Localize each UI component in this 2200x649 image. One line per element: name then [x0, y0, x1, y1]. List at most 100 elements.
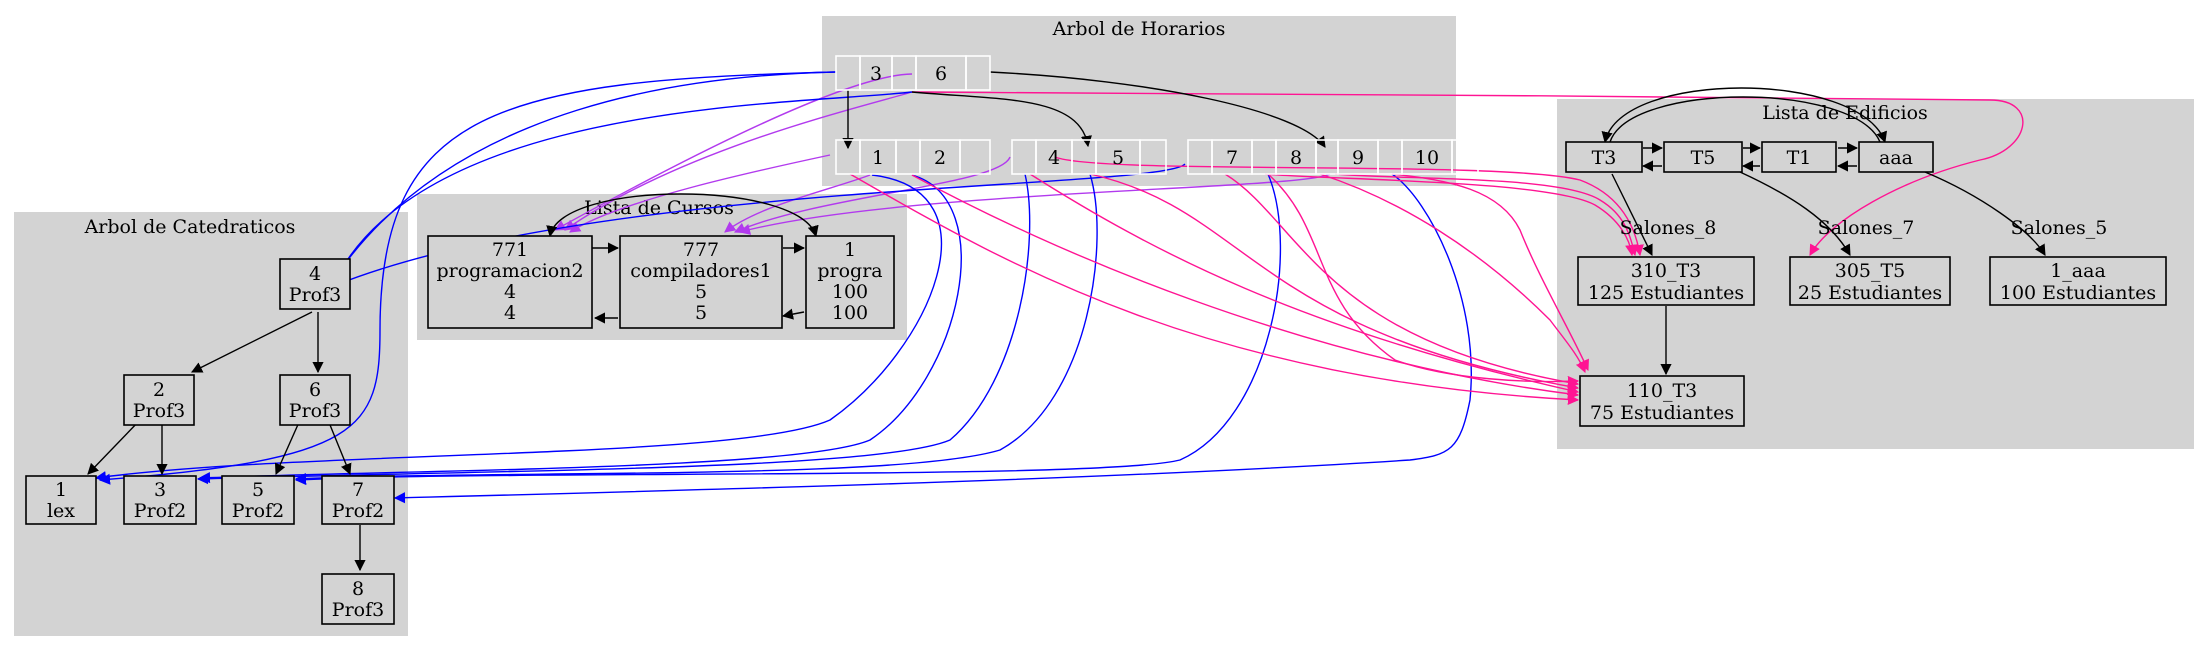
catedratico-name: Prof3 — [332, 599, 384, 621]
catedratico-name: lex — [47, 500, 75, 522]
horario-node-left: 1 2 — [835, 139, 991, 175]
edge-blue — [98, 71, 837, 485]
salon-node: 305_T5 25 Estudiantes — [1789, 256, 1951, 306]
catedratico-id: 3 — [154, 479, 166, 501]
catedratico-node: 6 Prof3 — [279, 374, 351, 426]
catedratico-node: 1 lex — [25, 475, 97, 525]
curso-node: 777 compiladores1 5 5 — [619, 235, 783, 329]
edge-pink — [1054, 156, 1644, 257]
horario-key-9: 9 — [1352, 147, 1364, 169]
curso-node: 771 programacion2 4 4 — [427, 235, 593, 329]
horario-key-3: 3 — [870, 63, 882, 85]
edificio-name: T1 — [1787, 147, 1812, 169]
catedratico-id: 7 — [352, 479, 364, 501]
edificio-node: T1 — [1761, 141, 1837, 173]
edificio-node: aaa — [1858, 141, 1934, 173]
curso-name: programacion2 — [436, 260, 583, 282]
catedratico-name: Prof2 — [332, 500, 384, 522]
salon-name: 1_aaa — [2050, 260, 2106, 282]
curso-value-a: 4 — [504, 281, 516, 303]
catedratico-id: 5 — [252, 479, 264, 501]
curso-code: 1 — [844, 239, 856, 261]
catedratico-id: 6 — [309, 379, 321, 401]
salon-name: 310_T3 — [1631, 260, 1702, 282]
edificio-name: T3 — [1592, 147, 1617, 169]
catedratico-id: 2 — [153, 379, 165, 401]
curso-name: compiladores1 — [630, 260, 772, 282]
curso-value-a: 5 — [695, 281, 707, 303]
catedratico-name: Prof3 — [289, 284, 341, 306]
cluster-catedraticos-title: Arbol de Catedraticos — [84, 216, 296, 238]
salon-node: 310_T3 125 Estudiantes — [1577, 256, 1755, 306]
catedratico-node: 7 Prof2 — [321, 475, 395, 525]
edge-blue — [294, 173, 1282, 486]
catedratico-name: Prof2 — [134, 500, 186, 522]
edge-blue — [294, 173, 1098, 485]
edge-pink — [1224, 173, 1580, 388]
edge-pink — [1319, 173, 1587, 374]
catedratico-name: Prof3 — [133, 400, 185, 422]
salon-node: 1_aaa 100 Estudiantes — [1989, 256, 2167, 306]
edge-pink — [911, 91, 2024, 256]
curso-value-b: 100 — [832, 302, 868, 324]
salon-capacity: 125 Estudiantes — [1588, 282, 1744, 304]
edificio-name: aaa — [1879, 147, 1913, 169]
edges-schedule-to-teacher — [94, 71, 1472, 504]
edge-pink — [1334, 173, 1638, 257]
cluster-cursos-title: Lista de Cursos — [584, 197, 734, 219]
catedratico-node: 3 Prof2 — [123, 475, 197, 525]
edge-blue — [196, 173, 1031, 485]
edge-label-salones-7: Salones_7 — [1818, 217, 1915, 239]
horario-key-5: 5 — [1112, 147, 1124, 169]
cluster-horarios-title: Arbol de Horarios — [1052, 18, 1226, 40]
horario-key-8: 8 — [1290, 147, 1302, 169]
salon-node: 110_T3 75 Estudiantes — [1579, 375, 1745, 427]
curso-value-b: 5 — [695, 302, 707, 324]
edificio-node: T5 — [1663, 141, 1743, 173]
horario-key-6: 6 — [935, 63, 947, 85]
edges-structure — [87, 71, 2046, 572]
curso-code: 777 — [683, 239, 719, 261]
curso-value-a: 100 — [832, 281, 868, 303]
edge-pink — [1391, 173, 1589, 372]
edge-pink — [911, 174, 1580, 400]
cluster-horarios: Arbol de Horarios — [822, 16, 1456, 186]
horario-node-mid: 4 5 — [1011, 139, 1167, 175]
curso-name: progra — [817, 260, 882, 282]
edificio-node: T3 — [1565, 141, 1643, 173]
edge-blue — [393, 173, 1472, 504]
salon-capacity: 100 Estudiantes — [2000, 282, 2156, 304]
salon-capacity: 75 Estudiantes — [1590, 402, 1734, 424]
horario-key-2: 2 — [934, 147, 946, 169]
edge-pink — [1089, 173, 1580, 392]
horario-key-4: 4 — [1048, 147, 1060, 169]
horario-node-right: 7 8 9 10 — [1187, 139, 1479, 175]
horario-node-root: 3 6 — [835, 55, 991, 91]
curso-value-b: 4 — [504, 302, 516, 324]
catedratico-name: Prof3 — [289, 400, 341, 422]
catedratico-node: 2 Prof3 — [123, 374, 195, 426]
catedratico-id: 4 — [309, 263, 321, 285]
catedratico-node: 8 Prof3 — [321, 573, 395, 625]
edge-blue — [198, 174, 962, 484]
salon-name: 305_T5 — [1835, 260, 1906, 282]
edges-schedule-to-room — [849, 91, 2024, 406]
curso-node: 1 progra 100 100 — [805, 235, 895, 329]
edge-purple — [569, 154, 831, 233]
edge-pink — [1029, 173, 1580, 396]
edge-pink — [1267, 173, 1580, 388]
horario-key-7: 7 — [1226, 147, 1238, 169]
catedratico-id: 8 — [352, 578, 364, 600]
catedratico-node: 4 Prof3 — [279, 258, 351, 310]
curso-code: 771 — [492, 239, 528, 261]
edge-purple — [554, 73, 913, 231]
edge-blue — [94, 174, 943, 483]
catedratico-id: 1 — [55, 479, 67, 501]
edge-label-salones-5: Salones_5 — [2011, 217, 2108, 239]
edge-pink — [849, 173, 1580, 406]
salon-name: 110_T3 — [1627, 380, 1698, 402]
edge-label-salones-8: Salones_8 — [1620, 217, 1717, 239]
catedratico-node: 5 Prof2 — [221, 475, 295, 525]
horario-key-10: 10 — [1415, 147, 1439, 169]
